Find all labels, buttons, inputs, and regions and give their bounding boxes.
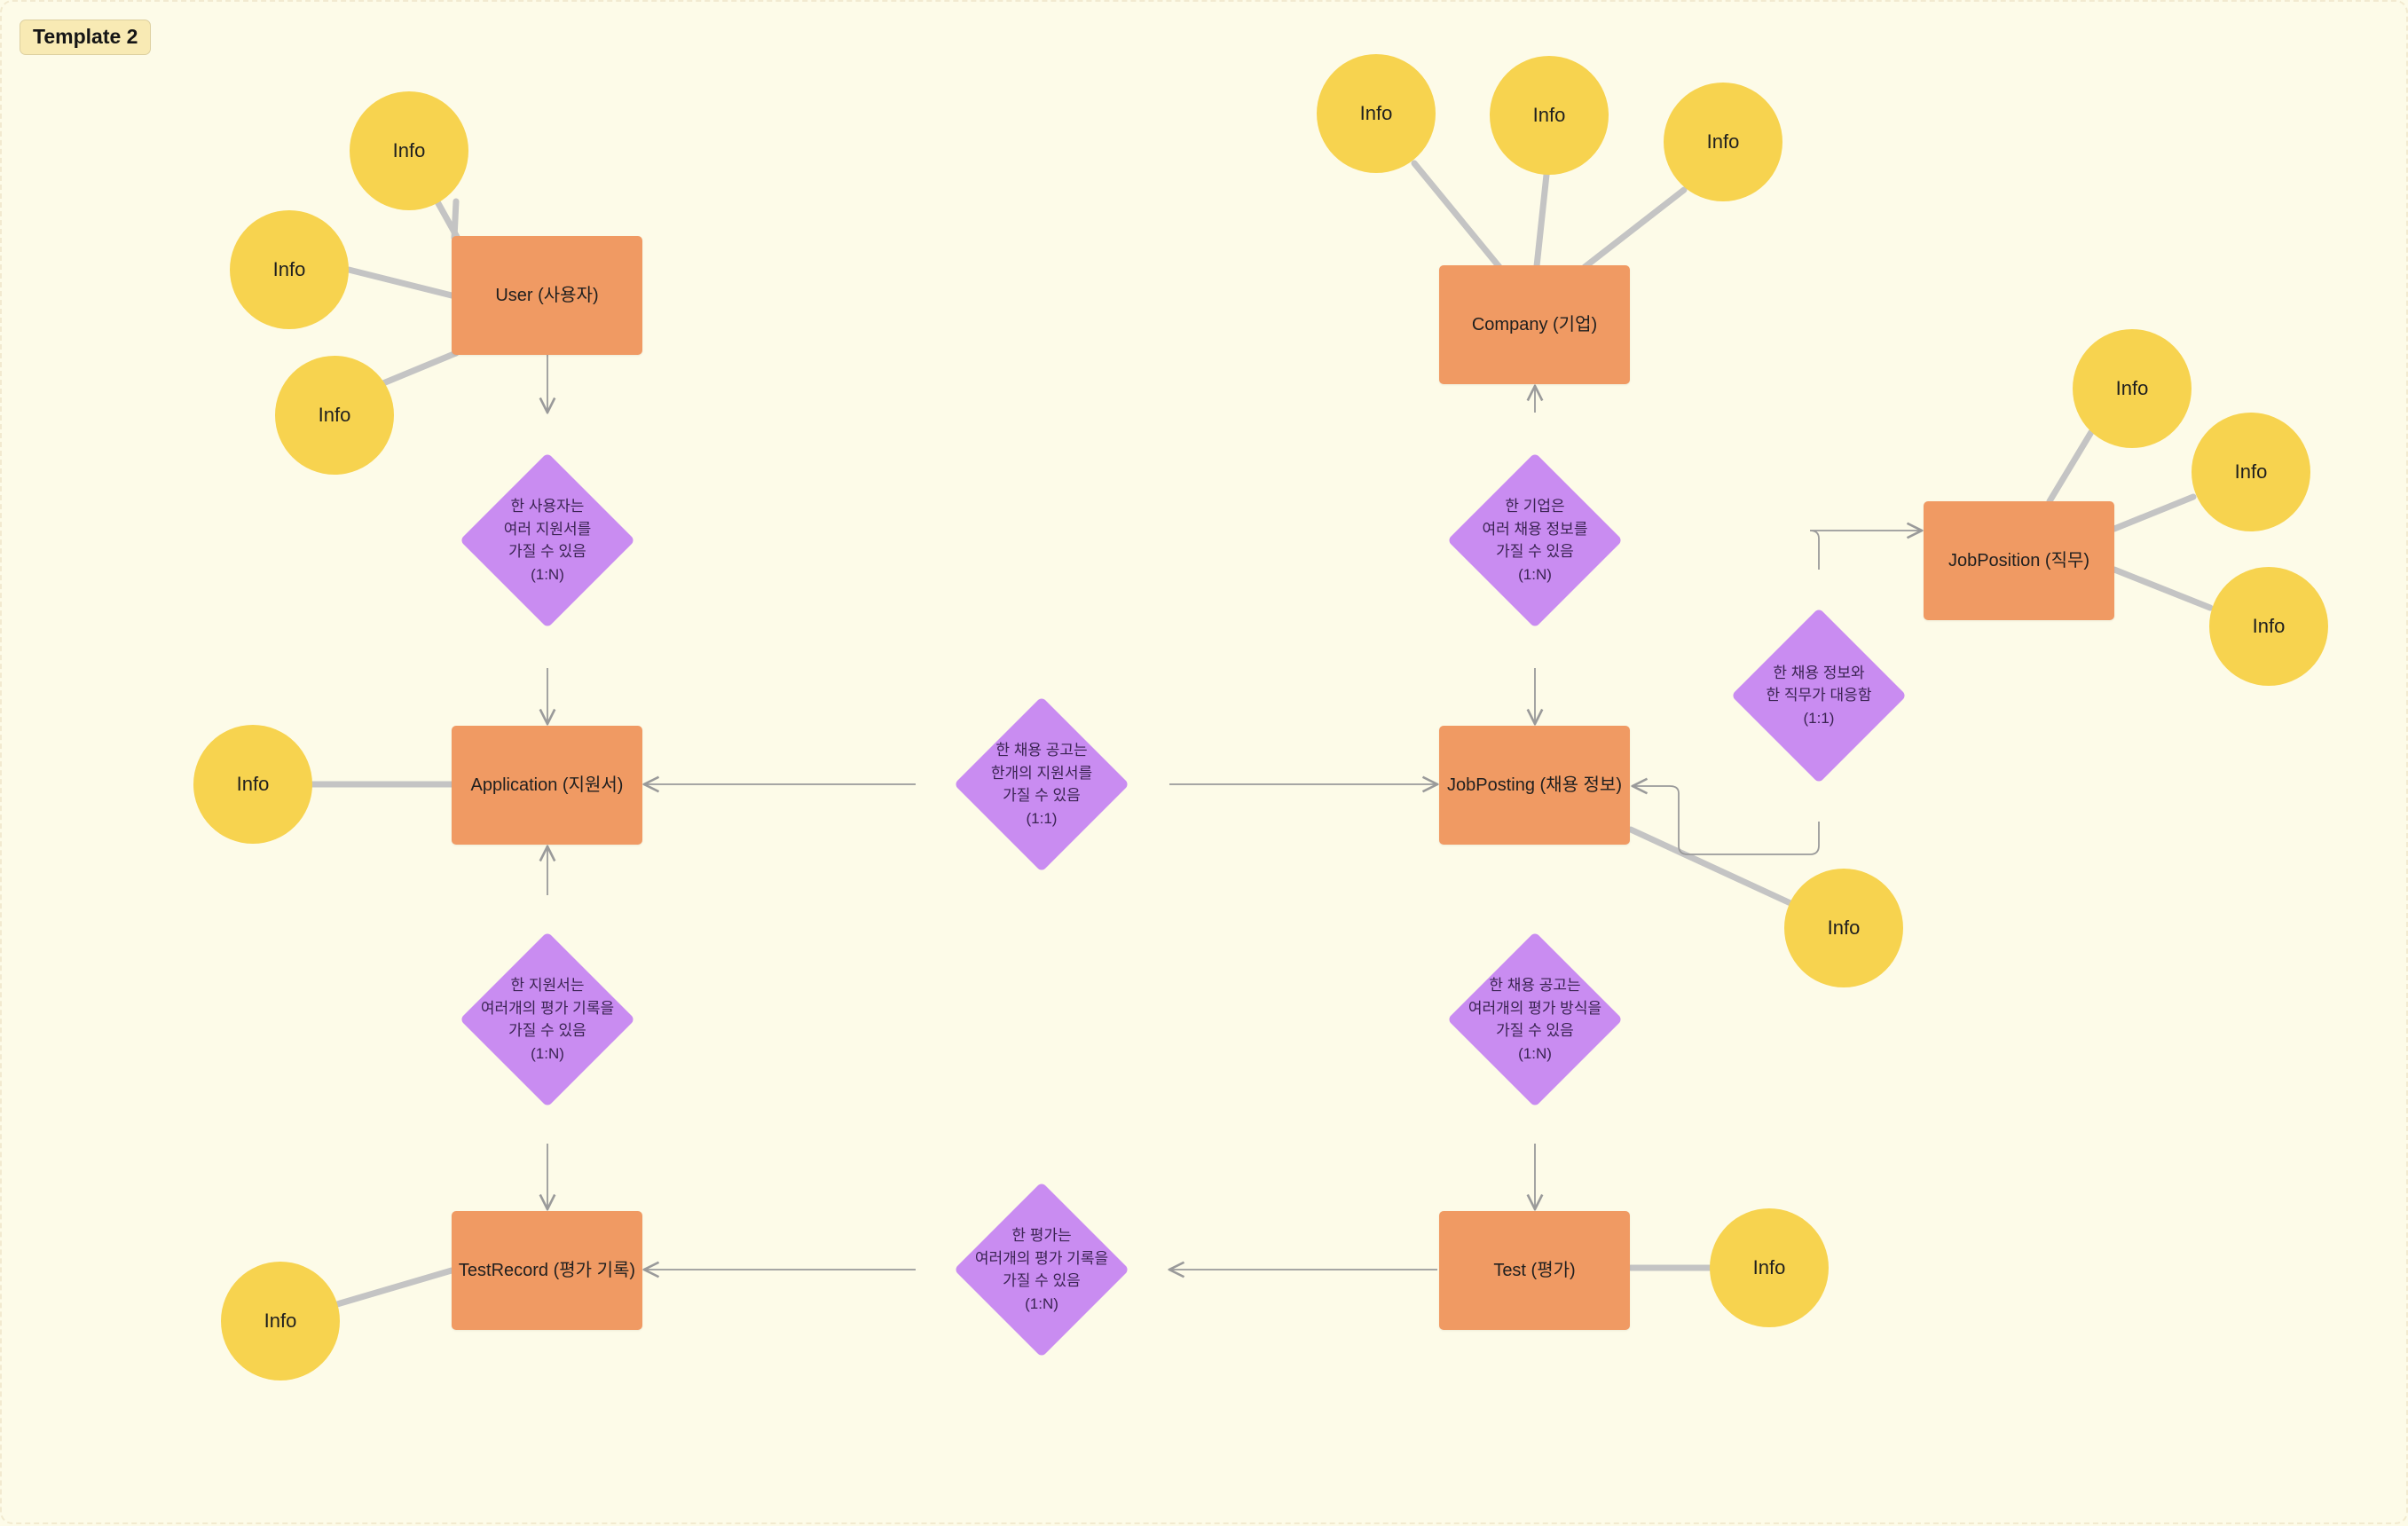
attribute-application-1[interactable]: Info [193, 725, 312, 844]
edge-company-attr-3 [1581, 186, 1688, 271]
edge-rel-to-jobposition [1809, 531, 1922, 570]
relationship-company-jobposting[interactable]: 한 기업은 여러 채용 정보를 가질 수 있음 (1:N) [1447, 452, 1623, 628]
relationship-edges [547, 355, 1922, 1270]
entity-user[interactable]: User (사용자) [452, 236, 642, 355]
attribute-user-2[interactable]: Info [230, 210, 349, 329]
entity-jobposting[interactable]: JobPosting (채용 정보) [1439, 726, 1630, 845]
entity-jobposting-label: JobPosting (채용 정보) [1447, 775, 1622, 795]
diamond-shape [954, 1182, 1129, 1357]
entity-user-label: User (사용자) [495, 286, 599, 305]
edge-jobposition-attr-2 [2111, 493, 2197, 532]
attribute-test-1[interactable]: Info [1710, 1208, 1829, 1327]
diamond-shape [460, 452, 635, 628]
attribute-label: Info [2115, 377, 2149, 399]
attribute-label: Info [264, 1310, 297, 1332]
attribute-company-1[interactable]: Info [1317, 54, 1436, 173]
attribute-testrecord-1[interactable]: Info [221, 1262, 340, 1380]
entity-test[interactable]: Test (평가) [1439, 1211, 1630, 1330]
template-badge[interactable]: Template 2 [20, 20, 152, 55]
attribute-label: Info [236, 773, 270, 795]
attribute-label: Info [1752, 1256, 1786, 1278]
relationship-posting-test[interactable]: 한 채용 공고는 여러개의 평가 방식을 가질 수 있음 (1:N) [1447, 932, 1623, 1107]
entity-jobposition[interactable]: JobPosition (직무) [1924, 501, 2114, 620]
entity-application-label: Application (지원서) [470, 775, 624, 795]
attribute-label: Info [1827, 916, 1861, 939]
edge-user-attr-3 [375, 350, 460, 389]
entity-testrecord[interactable]: TestRecord (평가 기록) [452, 1211, 642, 1330]
diamond-shape [1447, 932, 1623, 1107]
attribute-user-3[interactable]: Info [275, 356, 394, 475]
diamond-shape [1731, 608, 1907, 783]
entity-company-label: Company (기업) [1471, 315, 1598, 334]
attribute-label: Info [1532, 104, 1566, 126]
relationship-user-application[interactable]: 한 사용자는 여러 지원서를 가질 수 있음 (1:N) [460, 452, 635, 628]
attribute-user-1[interactable]: Info [350, 91, 468, 210]
attribute-company-2[interactable]: Info [1490, 56, 1609, 175]
relationship-posting-position[interactable]: 한 채용 정보와 한 직무가 대응함 (1:1) [1731, 608, 1907, 783]
edge-jobposting-to-posrel [1633, 786, 1820, 855]
attribute-label: Info [1359, 102, 1393, 124]
relationship-posting-application[interactable]: 한 채용 공고는 한개의 지원서를 가질 수 있음 (1:1) [954, 696, 1129, 872]
diamond-shape [1447, 452, 1623, 628]
relationship-application-testrecord[interactable]: 한 지원서는 여러개의 평가 기록을 가질 수 있음 (1:N) [460, 932, 635, 1107]
entity-test-label: Test (평가) [1493, 1261, 1576, 1280]
attribute-label: Info [2234, 460, 2268, 483]
attribute-edges [309, 147, 2214, 1308]
diamond-shape [460, 932, 635, 1107]
diamond-shape [954, 696, 1129, 872]
attribute-label: Info [392, 139, 426, 161]
attribute-jobposition-2[interactable]: Info [2192, 413, 2310, 531]
edge-jobposition-attr-1 [2046, 429, 2095, 505]
attribute-label: Info [1706, 130, 1740, 153]
entity-application[interactable]: Application (지원서) [452, 726, 642, 845]
edge-company-attr-2 [1533, 171, 1550, 270]
edge-company-attr-1 [1411, 160, 1503, 271]
entity-testrecord-label: TestRecord (평가 기록) [458, 1261, 636, 1280]
attribute-jobposting-1[interactable]: Info [1784, 869, 1903, 987]
attribute-label: Info [272, 258, 306, 280]
edge-testrecord-attr-1 [334, 1267, 455, 1308]
attribute-label: Info [2252, 615, 2286, 637]
entity-jobposition-label: JobPosition (직무) [1948, 551, 2090, 570]
edge-user-attr-2 [345, 266, 455, 299]
attribute-label: Info [318, 404, 351, 426]
attribute-jobposition-3[interactable]: Info [2209, 567, 2328, 686]
attribute-company-3[interactable]: Info [1664, 83, 1782, 201]
edge-jobposition-attr-3 [2111, 566, 2214, 611]
entity-company[interactable]: Company (기업) [1439, 265, 1630, 384]
attribute-jobposition-1[interactable]: Info [2073, 329, 2192, 448]
relationship-test-testrecord[interactable]: 한 평가는 여러개의 평가 기록을 가질 수 있음 (1:N) [954, 1182, 1129, 1357]
edge-jobposting-attr-1 [1627, 826, 1794, 907]
